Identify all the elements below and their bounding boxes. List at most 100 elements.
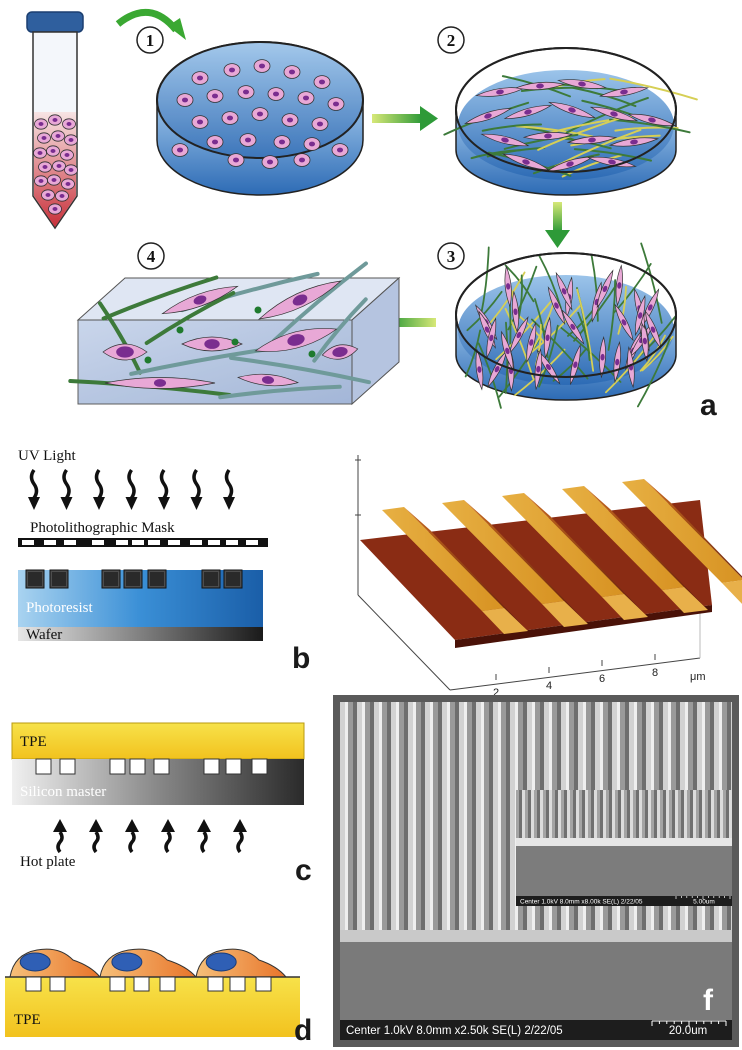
dot <box>231 338 239 346</box>
axis-tick-label: 2 <box>493 687 499 699</box>
cell <box>509 316 529 354</box>
cell <box>557 79 607 89</box>
cell <box>34 118 48 130</box>
adhered-cell <box>195 948 288 978</box>
cell <box>543 316 552 359</box>
panel-d: TPE d <box>5 948 312 1047</box>
cell <box>475 348 484 391</box>
fiber <box>101 275 219 321</box>
uv-arrow-icon <box>93 468 105 510</box>
cell <box>311 117 329 131</box>
axis-unit: μm <box>690 671 706 683</box>
panel-letter-d: d <box>294 1014 312 1047</box>
sem-main-scale: 20.0um <box>669 1025 707 1037</box>
fiber <box>312 297 368 363</box>
photoresist-layer <box>18 569 263 627</box>
fiber <box>515 125 594 138</box>
cell <box>258 280 342 320</box>
cell <box>239 133 257 147</box>
arrow-right-icon <box>372 106 438 131</box>
cell <box>281 113 299 127</box>
sem-inset: Center 1.0kV 8.0mm x8.00k SE(L) 2/22/05 … <box>516 790 732 906</box>
cell <box>161 285 239 315</box>
heat-arrow-icon <box>197 819 211 854</box>
centrifuge-tube <box>26 11 84 230</box>
cell <box>599 87 649 97</box>
cell <box>273 135 291 149</box>
panel-a: 1 2 <box>26 8 717 422</box>
cell <box>254 328 338 352</box>
dot <box>254 306 262 314</box>
cell <box>221 111 239 125</box>
cell <box>641 319 649 363</box>
cell <box>599 336 606 379</box>
cell <box>283 65 301 79</box>
dot <box>308 350 316 358</box>
cell <box>227 153 245 167</box>
cell <box>237 85 255 99</box>
petri-dish-3 <box>455 242 677 409</box>
cell <box>261 155 279 169</box>
cell <box>545 156 595 172</box>
cell <box>321 344 359 360</box>
cell <box>608 137 660 147</box>
cell <box>487 350 507 388</box>
cell <box>251 107 269 121</box>
fiber <box>531 318 589 380</box>
fiber <box>636 338 671 408</box>
heat-arrow-icon <box>125 819 139 854</box>
uv-arrow-icon <box>223 468 235 510</box>
cell <box>191 115 209 129</box>
hot-plate-label: Hot plate <box>20 854 76 870</box>
dot <box>144 356 152 364</box>
fiber <box>229 355 371 385</box>
cell <box>327 97 345 111</box>
cell <box>62 118 76 130</box>
adhered-cell <box>9 948 102 978</box>
fiber <box>507 265 538 331</box>
fiber <box>503 133 579 150</box>
uv-arrow-icon <box>190 468 203 510</box>
cell <box>627 113 677 127</box>
fiber <box>272 261 368 343</box>
fiber <box>609 77 698 101</box>
cell <box>37 132 51 144</box>
cell <box>313 75 331 89</box>
sem-main-caption: Center 1.0kV 8.0mm x2.50k SE(L) 2/22/05 <box>346 1025 563 1037</box>
cell <box>191 71 209 85</box>
cell <box>534 348 543 391</box>
fiber <box>218 384 342 400</box>
cell <box>64 164 78 176</box>
heat-arrow-icon <box>89 819 103 854</box>
svg-text:2: 2 <box>447 31 456 50</box>
cell <box>55 190 69 202</box>
fiber <box>495 300 552 361</box>
cell <box>64 134 78 146</box>
cell <box>51 130 65 142</box>
adhered-cell <box>99 948 198 978</box>
uv-arrow-icon <box>60 468 73 510</box>
wafer-label: Wafer <box>26 627 62 643</box>
petri-dish-2 <box>443 47 698 196</box>
dot <box>176 326 184 334</box>
panel-c: TPE Silicon master Hot plate c <box>11 722 312 887</box>
cell <box>615 264 623 307</box>
cell <box>548 101 596 119</box>
cell <box>47 174 61 186</box>
uv-arrow-icon <box>125 468 138 510</box>
fiber <box>144 291 236 345</box>
fiber <box>617 285 627 335</box>
cell <box>514 81 566 91</box>
uv-arrows <box>28 468 235 510</box>
tpe-label-d: TPE <box>14 1012 41 1028</box>
step-3-label: 3 <box>437 242 465 270</box>
fiber <box>573 148 652 162</box>
fiber <box>640 242 663 324</box>
cell <box>48 203 62 215</box>
cell <box>555 271 573 311</box>
heat-arrow-icon <box>53 819 67 854</box>
fiber <box>504 264 535 303</box>
cell <box>526 321 537 364</box>
cell <box>223 63 241 77</box>
fiber <box>98 301 142 375</box>
